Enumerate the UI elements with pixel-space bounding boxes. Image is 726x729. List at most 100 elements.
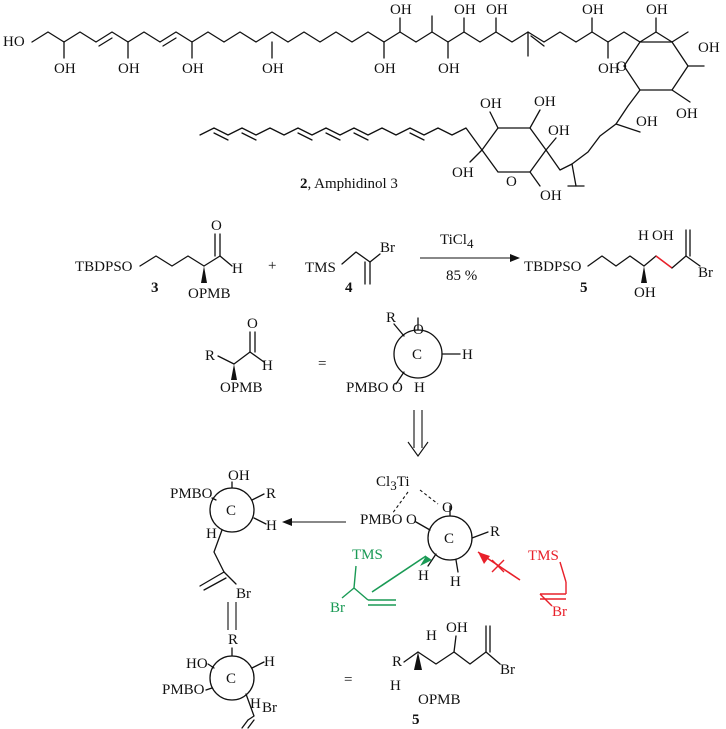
np-h2: H: [206, 526, 217, 542]
amph-name: , Amphidinol 3: [308, 176, 398, 192]
green-attack-head: [420, 556, 432, 566]
sm4-tms: TMS: [305, 260, 336, 276]
amph-oh-1: OH: [54, 61, 76, 77]
model-r-1: R: [205, 348, 215, 364]
amph-bottom-oh-a: OH: [540, 188, 562, 204]
amph-oh-8: OH: [390, 2, 412, 18]
bn-ho: HO: [186, 656, 208, 672]
bn-h-bond: [251, 661, 265, 669]
prod5-allyl: [671, 255, 687, 269]
ts-r-bond: [471, 531, 489, 539]
ts-o-bond: [415, 521, 431, 531]
amph-alkene-1: [98, 37, 113, 47]
newman-1-r: R: [386, 310, 396, 326]
sm3-wedge: [201, 266, 207, 283]
amph-oh-4: OH: [262, 61, 284, 77]
bn-r: R: [228, 632, 238, 648]
bn-ho-bond: [207, 663, 215, 669]
amph-tail-ene-5: [353, 132, 369, 141]
bn-vinyl-2: [247, 719, 255, 729]
amph-tail-ene-4: [325, 132, 341, 141]
amph-linker-oh-bond: [615, 123, 641, 133]
amph-bottom-oh-bond-b: [469, 149, 483, 163]
amph-alkene-3: [530, 35, 545, 47]
red-attack-head: [478, 552, 490, 564]
bp-r: R: [392, 654, 402, 670]
red-chain: [559, 561, 567, 583]
ts-h2-bond: [455, 559, 459, 573]
amph-oh-9: OH: [454, 2, 476, 18]
ts-ti: Ti: [397, 474, 410, 490]
amph-oh-7: OH: [598, 61, 620, 77]
np-vinyl: [199, 571, 225, 587]
prod5-br-bond: [685, 255, 701, 267]
equals-1: =: [318, 356, 326, 372]
amph-oh-10: OH: [486, 2, 508, 18]
yield-label: 85 %: [446, 268, 477, 284]
disfavoured-allylsilane: TMS Br: [477, 548, 567, 620]
favoured-allylsilane: TMS Br: [330, 547, 432, 616]
bp-opmb: OPMB: [418, 692, 461, 708]
amph-tail-ene-6: [409, 132, 425, 141]
amph-side-oh: OH: [548, 123, 570, 139]
model-o-1: O: [247, 316, 258, 332]
ts-pmbo-o: O: [406, 512, 417, 528]
amph-ring-oh-b: OH: [676, 106, 698, 122]
amph-lower-oh-bond-a: [489, 111, 499, 129]
amph-lower-oh-a: OH: [480, 96, 502, 112]
prod5-chain: [587, 255, 657, 267]
bn-h2: H: [250, 696, 261, 712]
np-pmbo-bond: [211, 497, 217, 501]
np-r-bond: [251, 493, 265, 501]
ts-ti-o-dash: [419, 489, 439, 505]
amph-caption: 2, Amphidinol 3: [300, 176, 398, 192]
ts-h1: H: [418, 568, 429, 584]
sm3-o: O: [211, 218, 222, 234]
red-br-bond: [539, 593, 553, 607]
amph-tail-ene-2: [241, 132, 257, 141]
amph-oh-6: OH: [438, 61, 460, 77]
newman-1-o2: O: [392, 380, 403, 396]
prod5-h: H: [638, 228, 649, 244]
amph-linker-oh: OH: [636, 114, 658, 130]
ts-cl3ti: Cl3Ti: [376, 474, 410, 493]
bottom-product-5: R Br H OH H OPMB 5: [390, 620, 515, 728]
bp-h-top: H: [426, 628, 437, 644]
newman-1-r-bond: [393, 323, 405, 337]
plus-sign: +: [268, 258, 276, 274]
prod5-oh-top: OH: [652, 228, 674, 244]
prod5-new-bond: [655, 255, 673, 269]
newman-c-1: C: [412, 347, 422, 363]
amph-lower-oh-b: OH: [534, 94, 556, 110]
amph-side-chain: [545, 149, 577, 187]
sm3-aldehyde-h-bond: [219, 255, 233, 267]
bn-h: H: [264, 654, 275, 670]
prod5-oh-bottom: OH: [634, 285, 656, 301]
bn-allyl: [245, 693, 255, 721]
ts-cl-sub: 3: [390, 478, 397, 493]
amph-linker: [571, 89, 641, 165]
bp-h-bottom: H: [390, 678, 401, 694]
model-aldehyde-chain: [217, 351, 251, 365]
ts-r: R: [490, 524, 500, 540]
newman-1-h: H: [462, 347, 473, 363]
np-br: Br: [236, 586, 251, 602]
amph-ring-o-upper: O: [616, 59, 627, 75]
newman-1-h2: H: [414, 380, 425, 396]
bp-oh-bond: [453, 635, 457, 653]
np-pmbo: PMBO: [170, 486, 213, 502]
bp-wedge: [414, 652, 422, 670]
sm4-chain: [341, 251, 371, 265]
sm3-opmb: OPMB: [188, 286, 231, 302]
amph-number: 2: [300, 176, 308, 192]
np-r: R: [266, 486, 276, 502]
sm3-tbdpso: TBDPSO: [75, 259, 133, 275]
ts-cl: Cl: [376, 474, 390, 490]
amph-ring-o-lower: O: [506, 174, 517, 190]
bn-br: Br: [262, 700, 277, 716]
reagent-label: TiCl4: [440, 232, 474, 251]
green-attack-arrow: [371, 555, 427, 593]
amph-bottom-oh-b: OH: [452, 165, 474, 181]
parallel-equals: [227, 602, 237, 630]
amph-ring-oh-a: OH: [698, 40, 720, 56]
